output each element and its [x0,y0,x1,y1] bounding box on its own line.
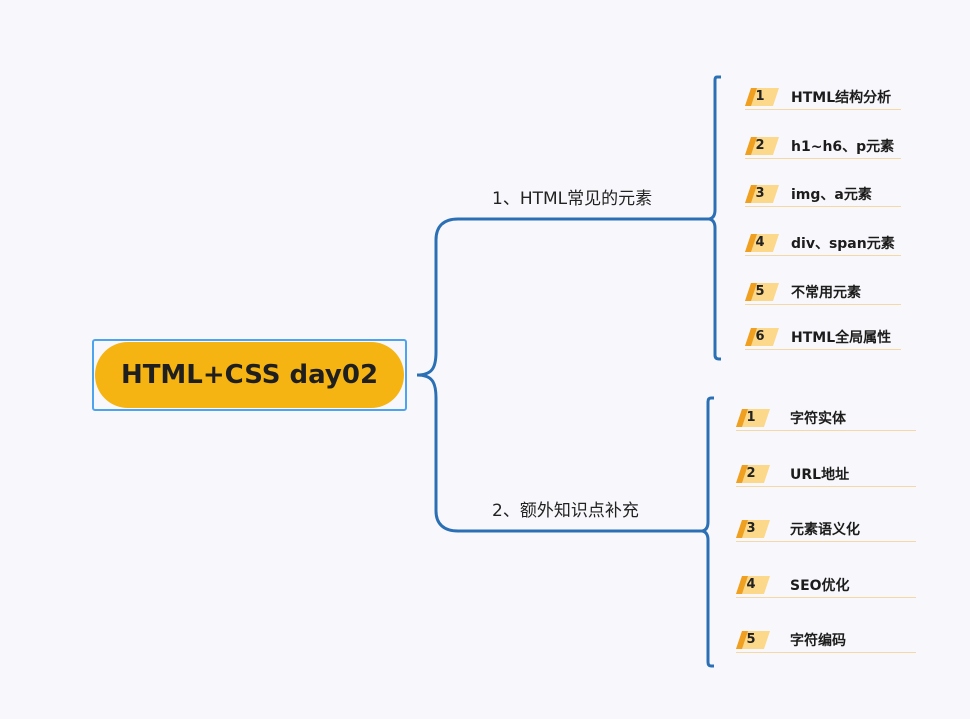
leaf-node[interactable]: 3 img、a元素 [745,182,901,207]
badge-number: 1 [746,410,756,425]
badge-number: 1 [755,89,765,104]
branch-label-extra-knowledge[interactable]: 2、额外知识点补充 [492,501,639,521]
leaf-label: 字符实体 [790,411,846,427]
number-badge: 1 [736,409,770,427]
number-badge: 1 [745,88,779,106]
number-badge: 5 [736,631,770,649]
leaf-node[interactable]: 6 HTML全局属性 [745,325,901,350]
branch-label-html-elements[interactable]: 1、HTML常见的元素 [492,189,653,209]
badge-number: 4 [755,235,765,250]
badge-number: 5 [746,632,756,647]
leaf-node[interactable]: 2 h1~h6、p元素 [745,134,901,159]
leaf-label: div、span元素 [791,236,895,252]
leaf-node[interactable]: 4 div、span元素 [745,231,901,256]
branch2-brace [688,396,714,668]
number-badge: 5 [745,283,779,301]
leaf-label: h1~h6、p元素 [791,139,895,155]
leaf-label: 不常用元素 [791,285,861,301]
branch1-brace [694,75,721,361]
leaf-node[interactable]: 5 不常用元素 [745,280,901,305]
number-badge: 2 [736,465,770,483]
leaf-label: 元素语义化 [790,522,860,538]
badge-number: 2 [746,466,756,481]
leaf-node[interactable]: 4 SEO优化 [736,573,916,598]
badge-number: 3 [746,521,756,536]
badge-number: 2 [755,138,765,153]
badge-number: 3 [755,186,765,201]
leaf-node[interactable]: 2 URL地址 [736,462,916,487]
number-badge: 2 [745,137,779,155]
number-badge: 4 [745,234,779,252]
leaf-node[interactable]: 5 字符编码 [736,628,916,653]
leaf-label: URL地址 [790,467,850,483]
root-brace-lower [416,373,470,533]
number-badge: 3 [736,520,770,538]
leaf-label: SEO优化 [790,578,850,594]
leaf-label: img、a元素 [791,187,872,203]
badge-number: 5 [755,284,765,299]
root-node[interactable]: HTML+CSS day02 [95,342,404,408]
badge-number: 6 [755,329,765,344]
badge-number: 4 [746,577,756,592]
leaf-node[interactable]: 1 HTML结构分析 [745,85,901,110]
leaf-label: HTML结构分析 [791,90,892,106]
root-node-frame[interactable]: HTML+CSS day02 [92,339,407,411]
number-badge: 6 [745,328,779,346]
root-brace [416,217,470,377]
leaf-label: 字符编码 [790,633,846,649]
leaf-node[interactable]: 3 元素语义化 [736,517,916,542]
number-badge: 3 [745,185,779,203]
leaf-label: HTML全局属性 [791,330,892,346]
number-badge: 4 [736,576,770,594]
leaf-node[interactable]: 1 字符实体 [736,406,916,431]
